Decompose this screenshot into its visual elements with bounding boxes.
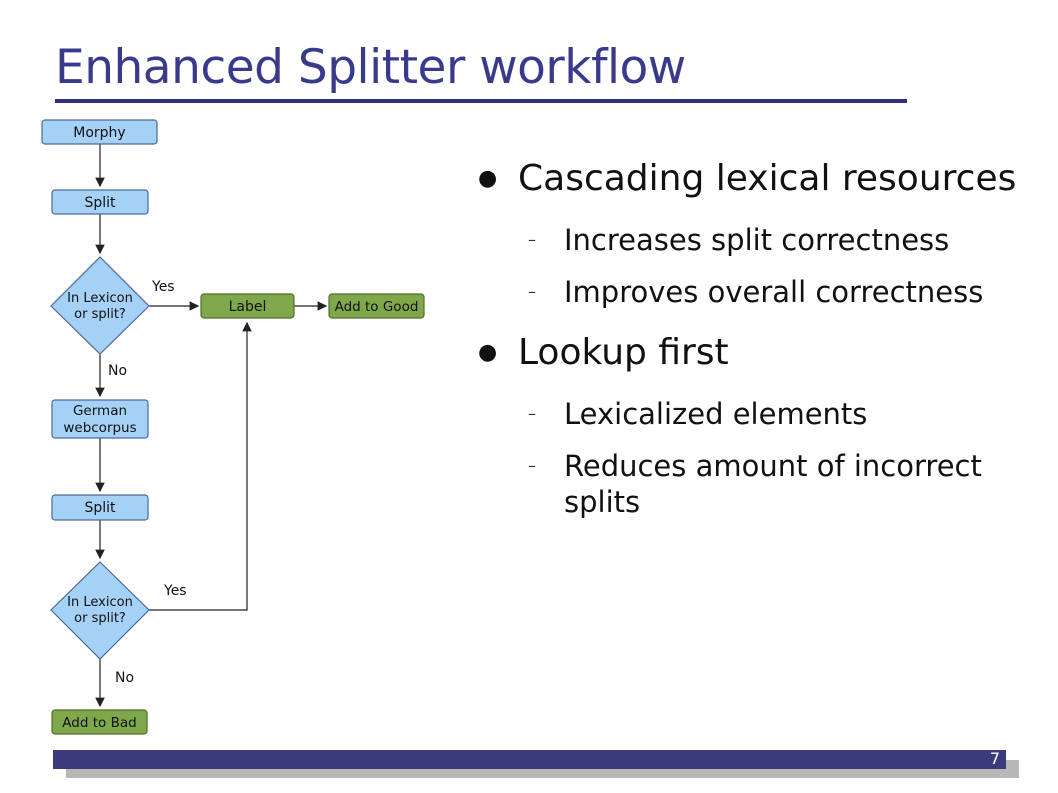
node-decision-1 [50, 256, 150, 355]
edge-label-no-2: No [115, 670, 134, 686]
sub-bullet-text: Increases split correctness [564, 223, 950, 257]
slide-title: Enhanced Splitter workflow [55, 40, 686, 95]
bullet-item: ● Cascading lexical resources [478, 158, 1038, 200]
sub-bullet-item: – Improves overall correctness [478, 274, 1038, 310]
sub-bullet-item: – Lexicalized elements [478, 396, 1038, 432]
bullet-item: ● Lookup first [478, 332, 1038, 374]
node-german-line1: German [73, 403, 127, 419]
node-german-line2: webcorpus [63, 420, 136, 436]
edge-label-yes-2: Yes [163, 583, 187, 599]
workflow-diagram: Morphy Split In Lexicon or split? Label … [41, 119, 425, 735]
node-split-2 [51, 494, 149, 521]
sub-bullet-dash-icon: – [528, 404, 536, 423]
edge-label-no-1: No [108, 363, 127, 379]
node-decision-2-line1: In Lexicon [67, 595, 133, 610]
bullet-text: Lookup first [518, 332, 729, 373]
sub-bullet-item: – Reduces amount of incorrect splits [478, 448, 1038, 520]
node-split-1-label: Split [84, 195, 116, 211]
bullet-dot-icon: ● [478, 166, 498, 191]
node-morphy [41, 119, 158, 145]
edge-decision2-label [149, 321, 252, 611]
sub-bullet-dash-icon: – [528, 282, 536, 301]
page-number: 7 [989, 749, 1000, 768]
bullet-dot-icon: ● [478, 340, 498, 365]
title-underline [55, 99, 907, 103]
sub-bullet-text: Lexicalized elements [564, 397, 868, 431]
sub-bullet-item: – Increases split correctness [478, 222, 1038, 258]
sub-bullet-text: Reduces amount of incorrect splits [564, 449, 982, 519]
node-label-text: Label [229, 299, 267, 315]
flow-connectors [95, 144, 328, 708]
node-decision-2 [50, 561, 150, 660]
node-split-1 [51, 189, 149, 215]
node-label [200, 293, 295, 319]
node-add-to-bad [51, 709, 148, 735]
node-split-2-label: Split [84, 500, 116, 516]
node-add-to-good-label: Add to Good [335, 299, 419, 315]
bullet-text: Cascading lexical resources [518, 158, 1017, 199]
edge-label-yes-1: Yes [151, 279, 175, 295]
node-decision-2-line2: or split? [74, 611, 126, 626]
sub-bullet-dash-icon: – [528, 230, 536, 249]
node-decision-1-line2: or split? [74, 307, 126, 322]
bullet-list: ● Cascading lexical resources – Increase… [478, 158, 1038, 536]
sub-bullet-dash-icon: – [528, 456, 536, 475]
node-german-webcorpus [51, 399, 149, 439]
node-morphy-label: Morphy [73, 125, 125, 141]
node-add-to-bad-label: Add to Bad [62, 715, 136, 731]
sub-bullet-text: Improves overall correctness [564, 275, 984, 309]
node-add-to-good [328, 293, 425, 319]
node-decision-1-line1: In Lexicon [67, 291, 133, 306]
footer-bar: 7 [53, 749, 1006, 769]
